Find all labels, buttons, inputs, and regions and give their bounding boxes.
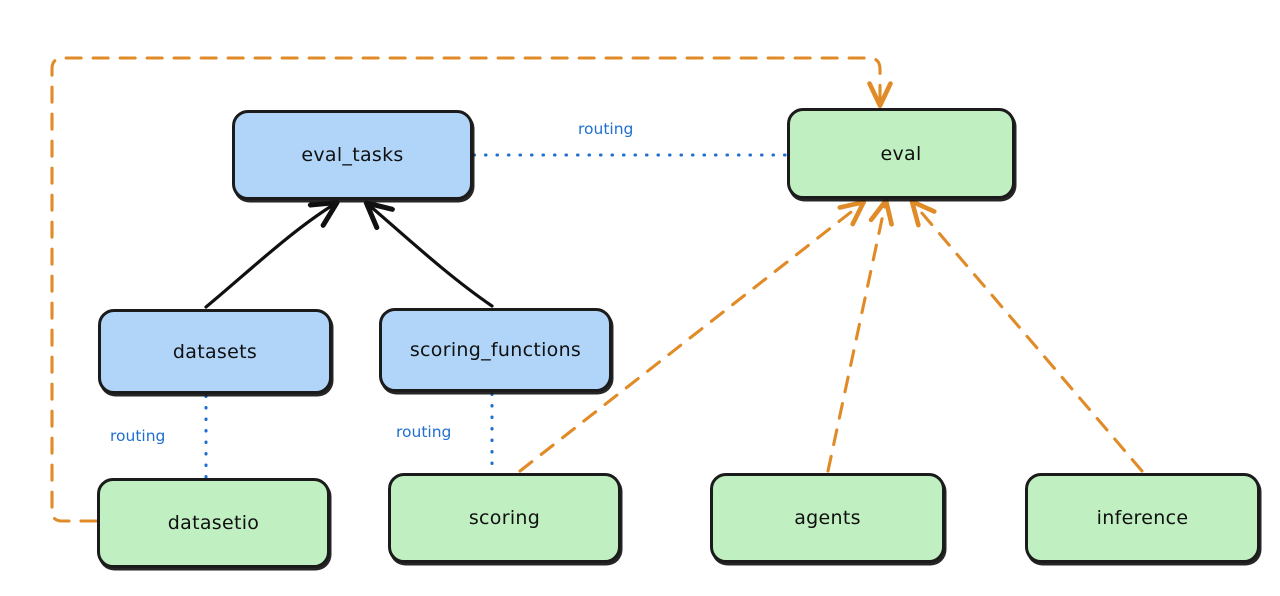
node-datasetio[interactable]: datasetio [97,478,330,568]
node-label-datasetio: datasetio [167,512,260,534]
node-eval-tasks[interactable]: eval_tasks [232,110,473,200]
edge-inference-to-eval [909,199,1144,473]
node-eval[interactable]: eval [787,108,1015,199]
edge-datasets-to-eval-tasks [204,205,333,309]
node-inference[interactable]: inference [1025,473,1260,563]
node-agents[interactable]: agents [710,473,945,563]
edge-label-routing-datasets-datasetio: routing [110,427,166,445]
node-datasets[interactable]: datasets [98,309,332,394]
node-label-agents: agents [794,507,861,529]
node-label-eval: eval [880,142,922,165]
node-label-eval-tasks: eval_tasks [301,144,404,166]
node-scoring-functions[interactable]: scoring_functions [379,308,612,392]
node-label-scoring: scoring [468,507,541,529]
node-label-datasets: datasets [172,340,258,363]
node-label-inference: inference [1096,507,1189,529]
node-label-scoring-functions: scoring_functions [409,339,582,361]
edge-scoring-functions-to-eval-tasks [370,206,494,308]
node-scoring[interactable]: scoring [388,473,621,563]
edge-agents-to-eval [826,198,894,473]
edge-label-routing-eval-tasks-eval: routing [578,120,634,138]
edge-label-routing-scoring-functions-scoring: routing [396,423,452,441]
